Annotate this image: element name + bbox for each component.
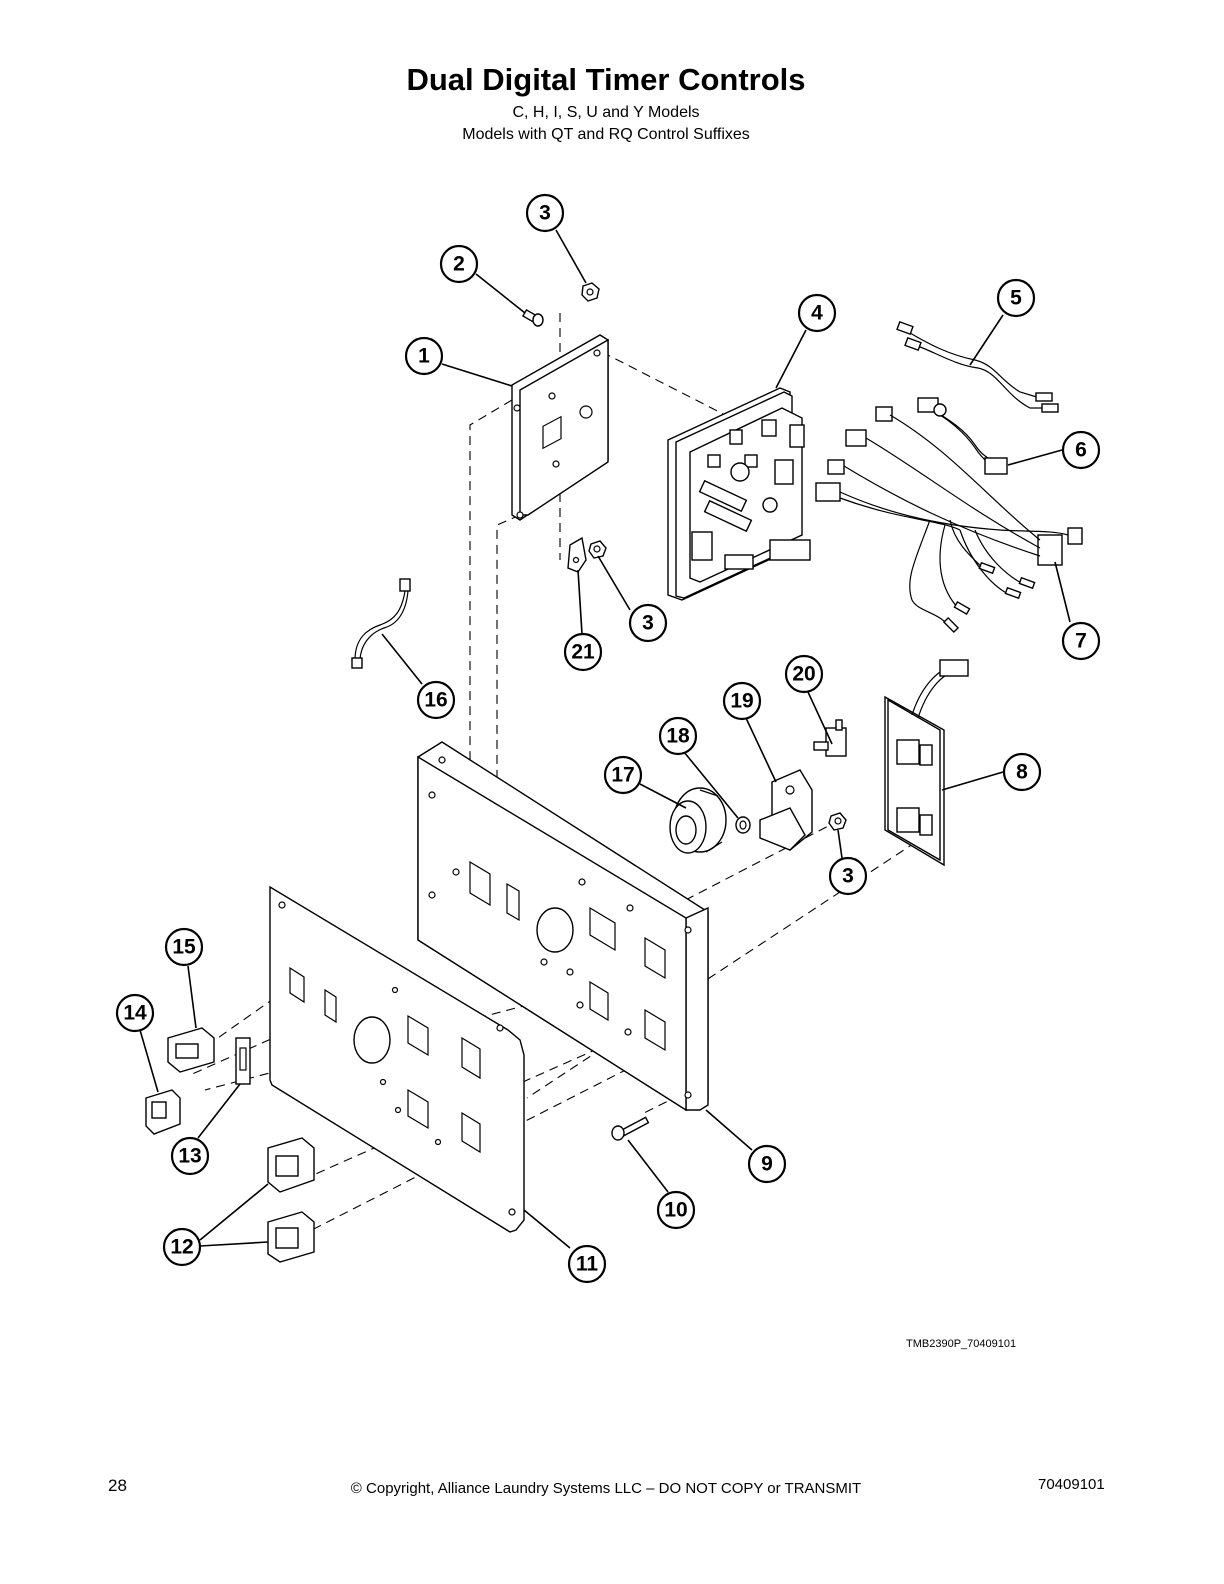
document-number: 70409101 [1038,1476,1105,1493]
callout-6-label: 6 [1075,439,1087,462]
callout-9-label: 9 [761,1153,773,1176]
callout-5-label: 5 [1010,287,1022,310]
callout-11: 11 [567,1244,607,1284]
part-3-nut-middle [588,540,607,559]
callout-6: 6 [1061,430,1101,470]
part-15-rocker-switch [167,1027,215,1073]
part-12-rocker-switch-lower [267,1211,315,1263]
callout-19-label: 19 [730,690,753,713]
callout-9: 9 [747,1144,787,1184]
callout-5: 5 [996,278,1036,318]
part-5-wire-harness [896,320,1059,413]
callout-19: 19 [722,681,762,721]
part-4-control-board [667,387,811,601]
part-19-switch-bracket [759,769,813,851]
callout-16: 16 [416,680,456,720]
callout-20: 20 [784,654,824,694]
callout-12: 12 [162,1227,202,1267]
callout-13-label: 13 [178,1145,201,1168]
callout-3-lower-label: 3 [842,865,854,888]
part-18-washer [735,816,751,834]
callout-12-label: 12 [170,1236,193,1259]
callout-10-label: 10 [664,1199,687,1222]
callout-2-label: 2 [453,253,465,276]
callout-4: 4 [797,293,837,333]
callout-21: 21 [563,632,603,672]
callout-20-label: 20 [792,663,815,686]
drawing-code: TMB2390P_70409101 [906,1338,1017,1350]
part-9-control-panel [417,741,709,1112]
callout-14-label: 14 [123,1002,147,1025]
part-16-sensor-lead [351,578,411,669]
callout-7-label: 7 [1075,630,1087,653]
callout-1: 1 [404,336,444,376]
callout-7: 7 [1061,621,1101,661]
part-7-main-wire-harness [815,406,1083,634]
callout-3-lower: 3 [828,856,868,896]
callout-17: 17 [603,755,643,795]
part-17-knob [669,787,727,854]
callout-3-top-label: 3 [539,202,551,225]
callout-16-label: 16 [424,689,447,712]
copyright-notice: © Copyright, Alliance Laundry Systems LL… [350,1480,862,1497]
page-subtitle-suffixes: Models with QT and RQ Control Suffixes [462,126,750,143]
callout-15: 15 [164,927,204,967]
callout-8-label: 8 [1016,761,1028,784]
callout-21-label: 21 [571,641,595,664]
callout-3-top: 3 [525,193,565,233]
callout-2: 2 [439,244,479,284]
part-14-rocker-switch [145,1089,181,1135]
callout-13: 13 [170,1136,210,1176]
part-13-switch-retainer [235,1037,251,1085]
callout-8: 8 [1002,752,1042,792]
part-20-rotary-switch [813,719,847,757]
callout-3-middle-label: 3 [642,612,654,635]
leader-lines [139,229,1071,1249]
page-number: 28 [108,1476,127,1495]
part-21-small-bracket [567,536,587,573]
part-3-nut-lower [828,812,847,831]
callout-14: 14 [115,993,155,1033]
part-6-wire-harness [917,397,1008,475]
callout-4-label: 4 [811,302,823,325]
part-2-screw [521,308,544,327]
callout-18: 18 [658,716,698,756]
callout-15-label: 15 [172,936,196,959]
part-8-display-board [884,659,969,867]
part-12-rocker-switch-upper [267,1137,315,1193]
page-title: Dual Digital Timer Controls [406,62,806,97]
callout-3-middle: 3 [628,603,668,643]
part-1-bracket-plate [511,334,609,521]
callout-1-label: 1 [418,345,430,368]
part-10-screw [611,1116,650,1141]
callout-10: 10 [656,1190,696,1230]
callout-17-label: 17 [611,764,634,787]
callout-18-label: 18 [666,725,690,748]
page-subtitle-models: C, H, I, S, U and Y Models [512,104,700,121]
part-11-front-panel [269,885,525,1233]
callout-11-label: 11 [576,1253,599,1276]
part-3-nut-top [581,282,600,302]
